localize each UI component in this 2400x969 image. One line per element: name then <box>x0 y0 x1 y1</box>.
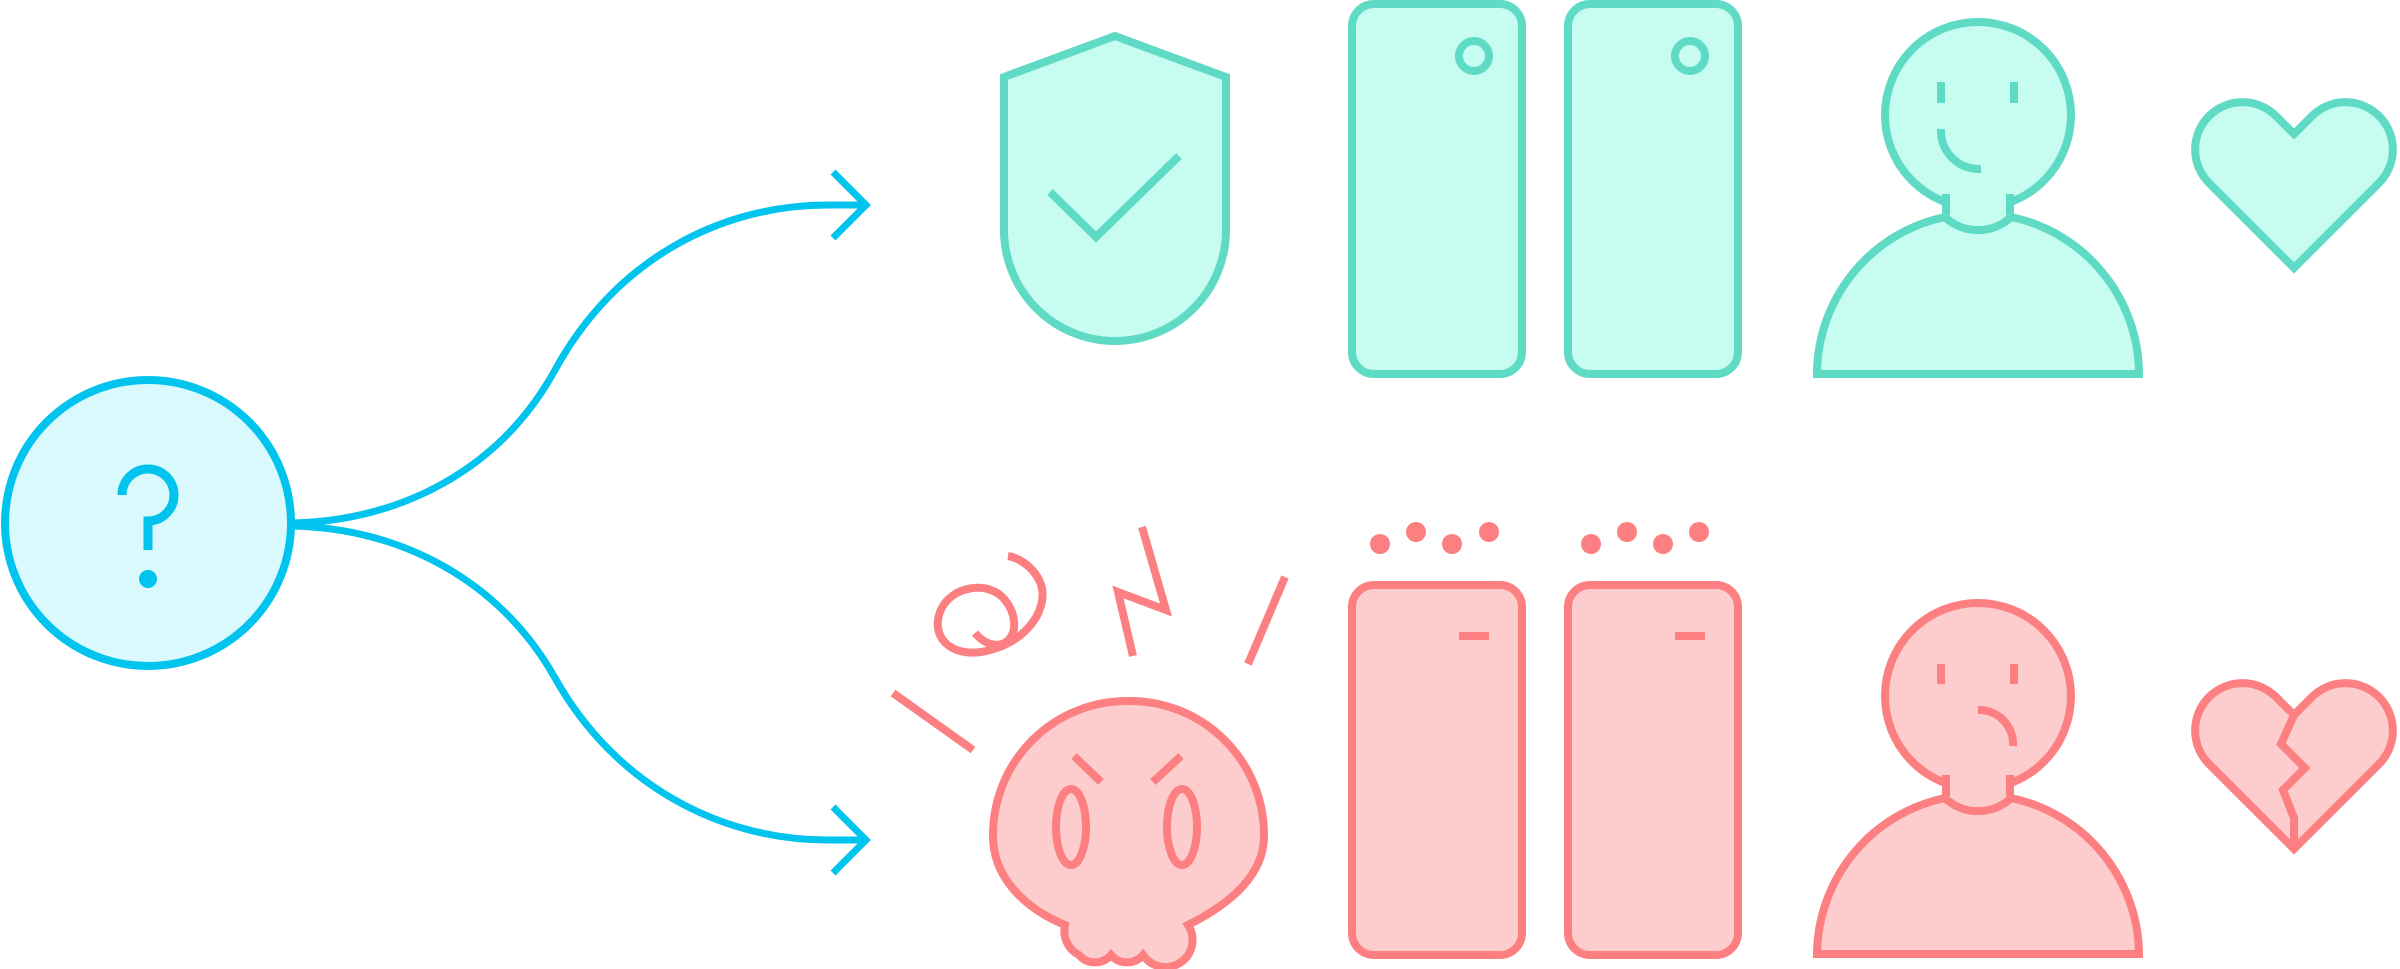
server-healthy-icon <box>1564 0 1742 378</box>
user-neck-join <box>1942 794 2014 816</box>
skull-body <box>988 696 1269 969</box>
user-head <box>1881 599 2075 793</box>
question-mark-icon <box>117 464 179 550</box>
smile <box>1936 128 1982 174</box>
user-neck <box>1946 198 2010 228</box>
question-mark-dot <box>139 570 157 588</box>
server-status-light <box>1671 37 1709 75</box>
angry-skull-icon <box>890 525 1289 969</box>
server-body <box>1348 581 1526 959</box>
user-torso <box>1812 212 2144 378</box>
happy-user-icon <box>1812 18 2144 378</box>
curse-slash-left <box>890 689 976 754</box>
smoke-dot <box>1442 534 1462 554</box>
user-torso <box>1812 793 2144 958</box>
server-body <box>1564 581 1742 959</box>
left-eye <box>1052 785 1090 869</box>
server-failing-icon <box>1348 522 1526 959</box>
good-outcome-row <box>1000 0 2397 378</box>
smoke-dot <box>1479 522 1499 542</box>
frown <box>1977 706 2018 747</box>
broken-heart-icon <box>2191 679 2397 855</box>
bad-outcome-row <box>890 522 2397 969</box>
smoke-dot <box>1689 522 1709 542</box>
left-brow-fix <box>1071 753 1104 785</box>
smoke-dot <box>1581 534 1601 554</box>
branch-arrows <box>291 169 871 876</box>
decision-node <box>1 376 295 670</box>
shield-check-icon <box>1000 31 1230 345</box>
user-head <box>1881 18 2075 212</box>
user-neck <box>1946 779 2010 809</box>
curse-slash-right <box>1244 575 1289 666</box>
server-body <box>1348 0 1526 378</box>
user-neck-outline <box>1942 194 2014 215</box>
arrow-to-bad-path <box>291 522 862 844</box>
curse-swirl <box>934 552 1047 657</box>
smoke-dot <box>1406 522 1426 542</box>
right-brow <box>1150 753 1184 785</box>
heart-shape <box>2191 98 2397 274</box>
arrow-to-good-head <box>830 169 871 241</box>
arrow-to-bad-head <box>830 804 871 876</box>
arrow-to-good-path <box>291 201 862 527</box>
server-body <box>1564 0 1742 378</box>
smoke-dot <box>1617 522 1637 542</box>
heart-crack <box>2276 713 2311 849</box>
server-status-light <box>1455 37 1493 75</box>
user-neck-outline <box>1942 775 2014 796</box>
smoke-dot <box>1370 534 1390 554</box>
sad-user-icon <box>1812 599 2144 958</box>
check-mark <box>1047 153 1182 243</box>
right-eye <box>1163 785 1201 869</box>
server-healthy-icon <box>1348 0 1526 378</box>
curse-lightning <box>1112 525 1173 657</box>
smoke-dot <box>1653 534 1673 554</box>
user-neck-join <box>1942 213 2014 235</box>
shield-body <box>1000 31 1230 345</box>
heart-icon <box>2191 98 2397 274</box>
server-failing-icon <box>1564 522 1742 959</box>
